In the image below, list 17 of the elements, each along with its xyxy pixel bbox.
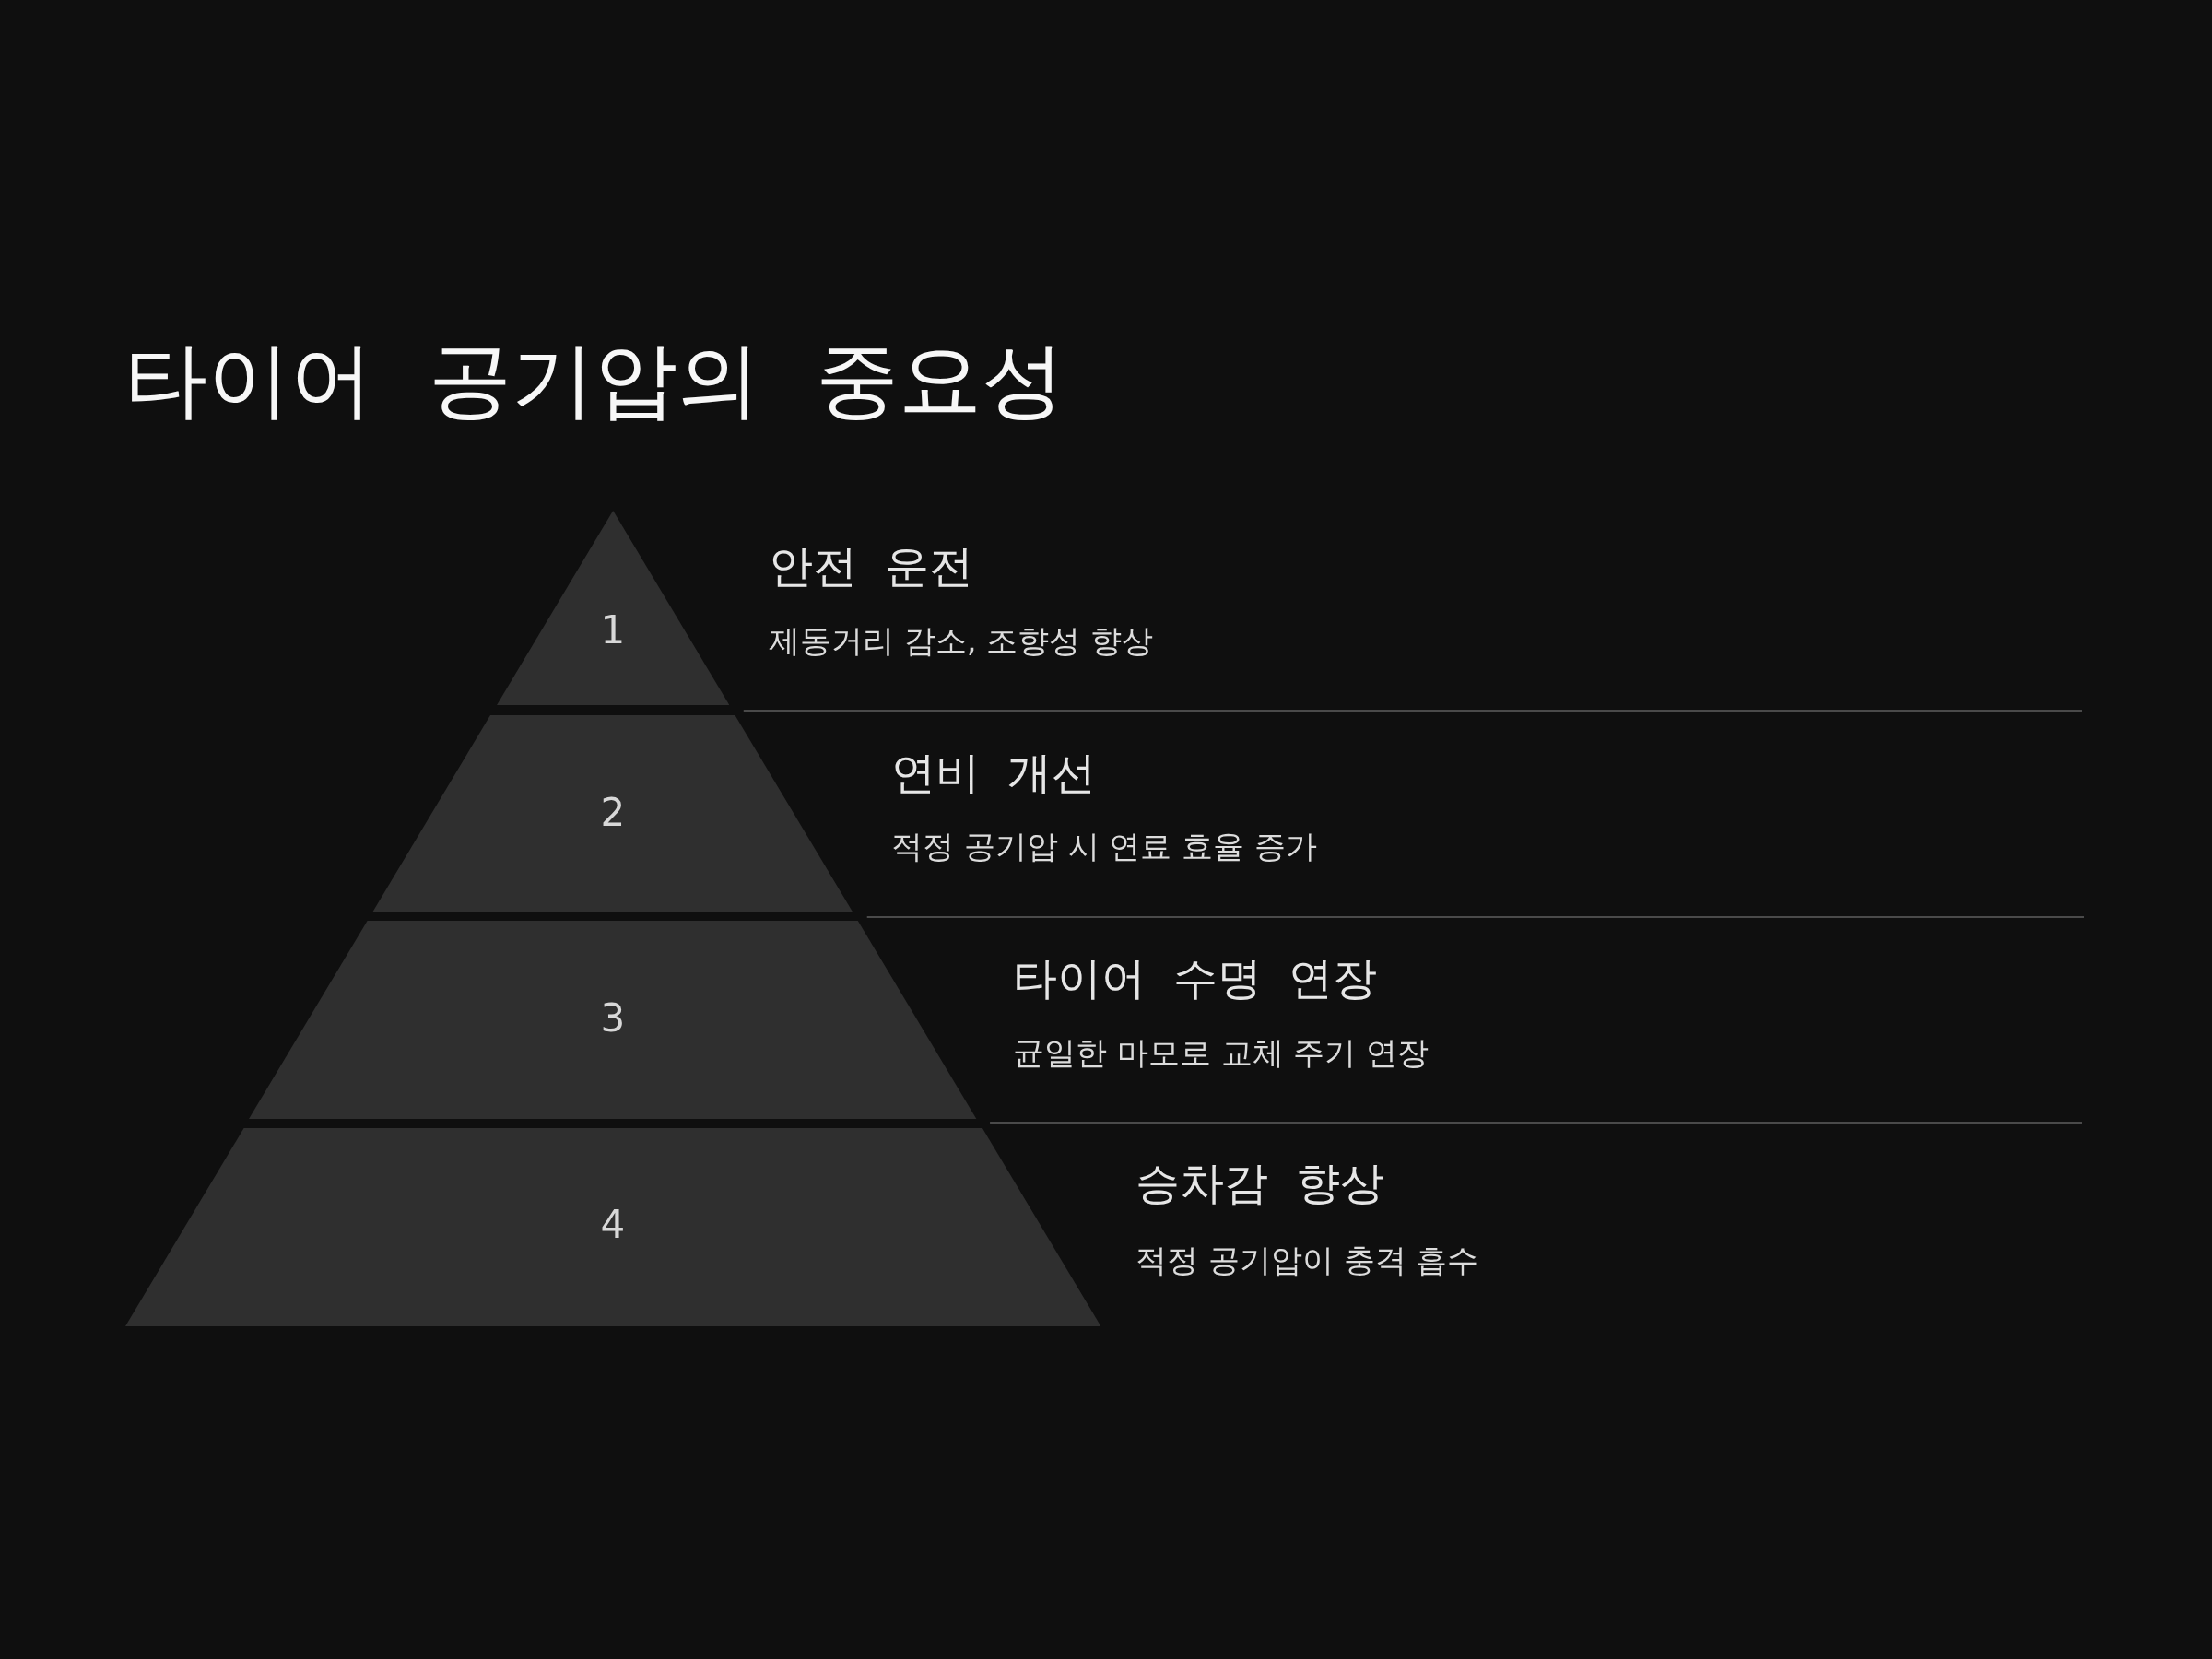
tier-heading: 타이어 수명 연장 (1013, 952, 1378, 1006)
pyramid-tier (124, 1128, 1101, 1326)
tier-number: 2 (600, 790, 626, 837)
tier-description: 제동거리 감소, 조향성 향상 (769, 622, 1154, 660)
tier-description: 적정 공기압이 충격 흡수 (1135, 1241, 1479, 1279)
pyramid-tier (372, 715, 853, 912)
tier-heading: 승차감 향상 (1135, 1157, 1384, 1210)
tier-number: 1 (600, 607, 626, 654)
tier-heading: 안전 운전 (769, 540, 973, 594)
tier-description: 적정 공기압 시 연료 효율 증가 (891, 828, 1318, 865)
title: 타이어 공기압의 중요성 (124, 330, 1065, 429)
tier-heading: 연비 개선 (891, 747, 1096, 800)
pyramid-tier (249, 921, 977, 1119)
tier-number: 3 (600, 995, 626, 1042)
tier-description: 균일한 마모로 교체 주기 연장 (1013, 1034, 1430, 1072)
tier-number: 4 (600, 1202, 626, 1249)
pyramid-tier (496, 511, 730, 705)
